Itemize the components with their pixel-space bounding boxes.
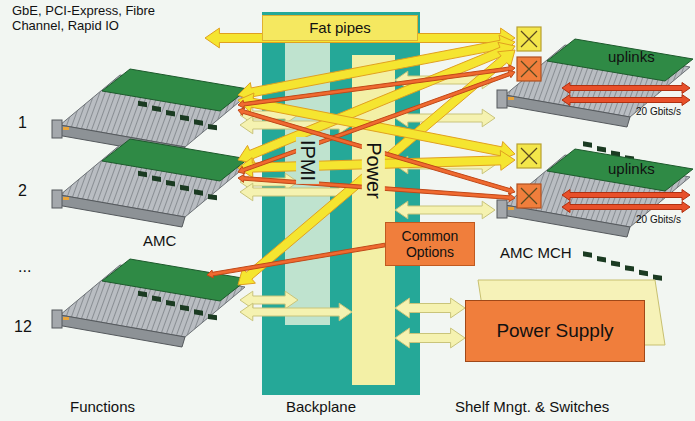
chip [166, 300, 175, 306]
handle [52, 190, 62, 208]
amc-card [52, 139, 248, 227]
chip [194, 309, 203, 315]
chip [208, 124, 217, 130]
chip [583, 141, 592, 147]
node-box: Power [352, 130, 395, 210]
part-label: Shelf Mngt. & Switches [455, 398, 609, 415]
uplink-arrow [562, 190, 690, 201]
part-label: 12 [14, 318, 32, 336]
switch-cross [521, 61, 537, 77]
circuit-board [102, 259, 248, 301]
chip [166, 180, 175, 186]
led [63, 127, 69, 130]
front-panel [57, 195, 185, 227]
switch-box [517, 144, 541, 168]
led [63, 197, 69, 200]
part-label: uplinks [608, 160, 655, 177]
chip [152, 295, 161, 301]
chip [138, 101, 147, 107]
chip [180, 305, 189, 311]
circuit-board [102, 69, 248, 111]
mch-card [497, 149, 693, 281]
node-text: Power Supply [496, 320, 613, 342]
part-label: ... [18, 258, 31, 276]
fat-pipe-arrow [238, 35, 515, 102]
part-label: AMC [143, 232, 176, 249]
led [63, 317, 69, 320]
node-box: Common Options [385, 222, 475, 266]
switch-box [517, 184, 541, 208]
bus-arrow [240, 303, 352, 321]
chip [583, 251, 592, 257]
chip [180, 185, 189, 191]
handle [497, 200, 507, 218]
uplink-arrow [562, 83, 690, 94]
bus-arrow [395, 201, 495, 219]
switch-cross [521, 31, 537, 47]
front-panel [57, 315, 185, 347]
switch-cross [521, 188, 537, 204]
part-label: Backplane [286, 398, 356, 415]
fat-pipe-arrow [238, 50, 515, 285]
chip [152, 175, 161, 181]
node-box: Fat pipes [262, 15, 418, 41]
node-box: IPMI [285, 120, 330, 200]
chip [138, 171, 147, 177]
part-label: Functions [70, 398, 135, 415]
chip [639, 270, 648, 276]
part-label: 2 [18, 182, 27, 200]
chip [597, 256, 606, 262]
node-text: Fat pipes [309, 19, 371, 36]
chip [625, 265, 634, 271]
led [508, 207, 514, 210]
part-label: 20 Gbits/s [636, 106, 681, 118]
chip [166, 110, 175, 116]
chip [597, 146, 606, 152]
chip [138, 291, 147, 297]
part-label: 1 [18, 114, 27, 132]
part-label: AMC MCH [500, 244, 572, 261]
led [508, 97, 514, 100]
node-box: Power Supply [465, 300, 645, 362]
node-text: Power [362, 139, 385, 202]
uplink-arrow [562, 202, 690, 213]
uplink-arrow [562, 95, 690, 106]
part-label: 20 Gbits/s [636, 214, 681, 226]
chip [208, 194, 217, 200]
node-text: IPMI [296, 136, 319, 183]
circuit-board [102, 139, 248, 181]
switch-box [517, 57, 541, 81]
handle [52, 310, 62, 328]
chip [152, 105, 161, 111]
switch-box [517, 27, 541, 51]
chip [194, 189, 203, 195]
node-text: Common Options [390, 228, 470, 260]
handle [52, 120, 62, 138]
part-label: uplinks [608, 48, 655, 65]
mch-card [497, 39, 693, 171]
switch-cross [521, 148, 537, 164]
chip [208, 314, 217, 320]
protocol-note: GbE, PCI-Express, Fibre Channel, Rapid I… [12, 4, 162, 34]
circuit-board [547, 149, 693, 191]
circuit-board [547, 39, 693, 81]
chip [180, 115, 189, 121]
common-option-arrow [207, 243, 385, 278]
power-feed-arrow [395, 298, 465, 318]
chip [194, 119, 203, 125]
handle [497, 90, 507, 108]
chip [611, 261, 620, 267]
power-feed-arrow [395, 328, 465, 348]
